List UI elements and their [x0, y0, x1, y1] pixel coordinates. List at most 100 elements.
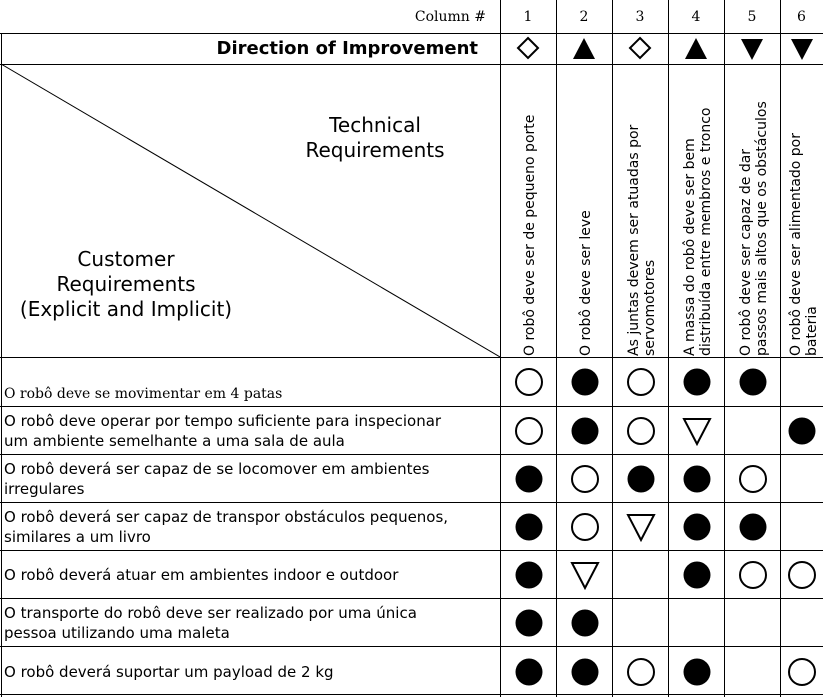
- column-divider: [612, 0, 613, 697]
- possible-relation-icon: [681, 417, 712, 446]
- technical-requirement-line: distribuída entre membros e tronco: [698, 107, 714, 357]
- direction-cell: [780, 33, 823, 64]
- row-divider: [0, 550, 823, 551]
- relationship-cell: [557, 599, 612, 646]
- relationship-cell: [781, 455, 823, 502]
- relationship-cell: [725, 599, 780, 646]
- column-number-label: Column #: [414, 8, 486, 25]
- relationship-cell: [501, 599, 556, 646]
- relationship-cell: [725, 503, 780, 550]
- column-divider: [556, 0, 557, 697]
- column-divider: [1, 33, 2, 697]
- strong-relation-icon: [683, 658, 710, 686]
- relationship-cell: [669, 599, 724, 646]
- relationship-cell: [613, 407, 668, 454]
- strong-relation-icon: [515, 658, 542, 686]
- technical-requirement-line: As juntas devem ser atuadas por: [626, 124, 642, 356]
- customer-heading-line: (Explicit and Implicit): [19, 297, 233, 321]
- direction-cell: [724, 33, 780, 64]
- strong-relation-icon: [515, 609, 542, 636]
- customer-requirement-line: O robô deverá ser capaz de transpor obst…: [4, 507, 449, 526]
- relationship-cell: [613, 358, 668, 406]
- strong-relation-icon: [788, 417, 816, 444]
- strong-relation-icon: [627, 465, 654, 492]
- customer-requirement-text: O robô deve operar por tempo suficiente …: [4, 411, 441, 451]
- row-divider: [0, 33, 823, 34]
- column-number: 6: [797, 8, 806, 25]
- relationship-cell: [781, 551, 823, 598]
- customer-requirement-text: O robô deverá atuar em ambientes indoor …: [4, 565, 398, 585]
- technical-requirement-line: O robô deve ser alimentado por: [788, 132, 804, 356]
- relationship-cell: [613, 455, 668, 502]
- direction-of-improvement-label: Direction of Improvement: [216, 38, 478, 59]
- strong-relation-icon: [515, 561, 542, 588]
- customer-requirement-line: um ambiente semelhante a uma sala de aul…: [4, 431, 345, 450]
- customer-requirement: O robô deve operar por tempo suficiente …: [1, 407, 500, 454]
- relationship-cell: [725, 647, 780, 697]
- weak-relation-icon: [570, 512, 599, 541]
- customer-requirement-line: similares a um livro: [4, 527, 151, 546]
- customer-requirement: O robô deverá ser capaz de se locomover …: [1, 455, 500, 502]
- relationship-cell: [613, 647, 668, 697]
- row-divider: [0, 406, 823, 407]
- technical-requirement-line: A massa do robô deve ser bem: [682, 138, 698, 356]
- technical-requirement-line: passos mais altos que os obstáculos: [754, 101, 770, 356]
- direction-cell: [500, 33, 556, 64]
- customer-heading-line: Customer: [77, 247, 175, 271]
- customer-requirement-line: O robô deve se movimentar em 4 patas: [4, 386, 283, 402]
- column-number: 2: [579, 8, 589, 25]
- relationship-cell: [501, 455, 556, 502]
- customer-requirement-line: O transporte do robô deve ser realizado …: [4, 603, 417, 622]
- row-divider: [0, 598, 823, 599]
- relationship-cell: [557, 455, 612, 502]
- strong-relation-icon: [515, 513, 542, 540]
- possible-relation-icon: [625, 513, 656, 542]
- down-triangle-icon: [741, 38, 763, 60]
- column-number: 1: [523, 8, 533, 25]
- customer-requirement: O robô deve se movimentar em 4 patas: [1, 358, 500, 406]
- weak-relation-icon: [788, 560, 816, 589]
- column-divider: [500, 0, 501, 697]
- relationship-cell: [669, 407, 724, 454]
- relationship-cell: [613, 599, 668, 646]
- weak-relation-icon: [738, 464, 767, 493]
- up-triangle-icon: [573, 37, 595, 59]
- technical-requirement-line: O robô deve ser capaz de dar: [738, 148, 754, 356]
- relationship-cell: [781, 647, 823, 697]
- weak-relation-icon: [514, 368, 543, 396]
- relationship-cell: [613, 503, 668, 550]
- strong-relation-icon: [571, 368, 598, 396]
- column-number: 4: [691, 8, 701, 25]
- column-divider: [668, 0, 669, 697]
- weak-relation-icon: [626, 658, 655, 686]
- column-divider: [724, 0, 725, 697]
- corner-diagonal: [0, 64, 500, 358]
- relationship-cell: [501, 503, 556, 550]
- technical-requirement-line: O robô deve ser de pequeno porte: [522, 114, 538, 356]
- relationship-cell: [557, 407, 612, 454]
- relationship-cell: [557, 358, 612, 406]
- relationship-cell: [781, 358, 823, 406]
- weak-relation-icon: [788, 658, 816, 686]
- strong-relation-icon: [571, 658, 598, 686]
- relationship-cell: [781, 503, 823, 550]
- customer-requirement-line: O robô deverá atuar em ambientes indoor …: [4, 565, 399, 584]
- relationship-cell: [781, 407, 823, 454]
- relationship-cell: [501, 551, 556, 598]
- technical-heading-line: Technical: [329, 113, 421, 137]
- technical-requirement-line: bateria: [804, 306, 820, 356]
- relationship-cell: [725, 358, 780, 406]
- relationship-cell: [781, 599, 823, 646]
- relationship-cell: [669, 455, 724, 502]
- weak-relation-icon: [738, 560, 767, 589]
- strong-relation-icon: [683, 368, 710, 396]
- strong-relation-icon: [683, 561, 710, 588]
- weak-relation-icon: [626, 368, 655, 396]
- relationship-cell: [501, 647, 556, 697]
- down-triangle-icon: [790, 38, 813, 60]
- technical-requirement-line: servomotores: [642, 259, 658, 356]
- strong-relation-icon: [571, 609, 598, 636]
- customer-requirement: O robô deverá ser capaz de transpor obst…: [1, 503, 500, 550]
- column-number: 5: [747, 8, 757, 25]
